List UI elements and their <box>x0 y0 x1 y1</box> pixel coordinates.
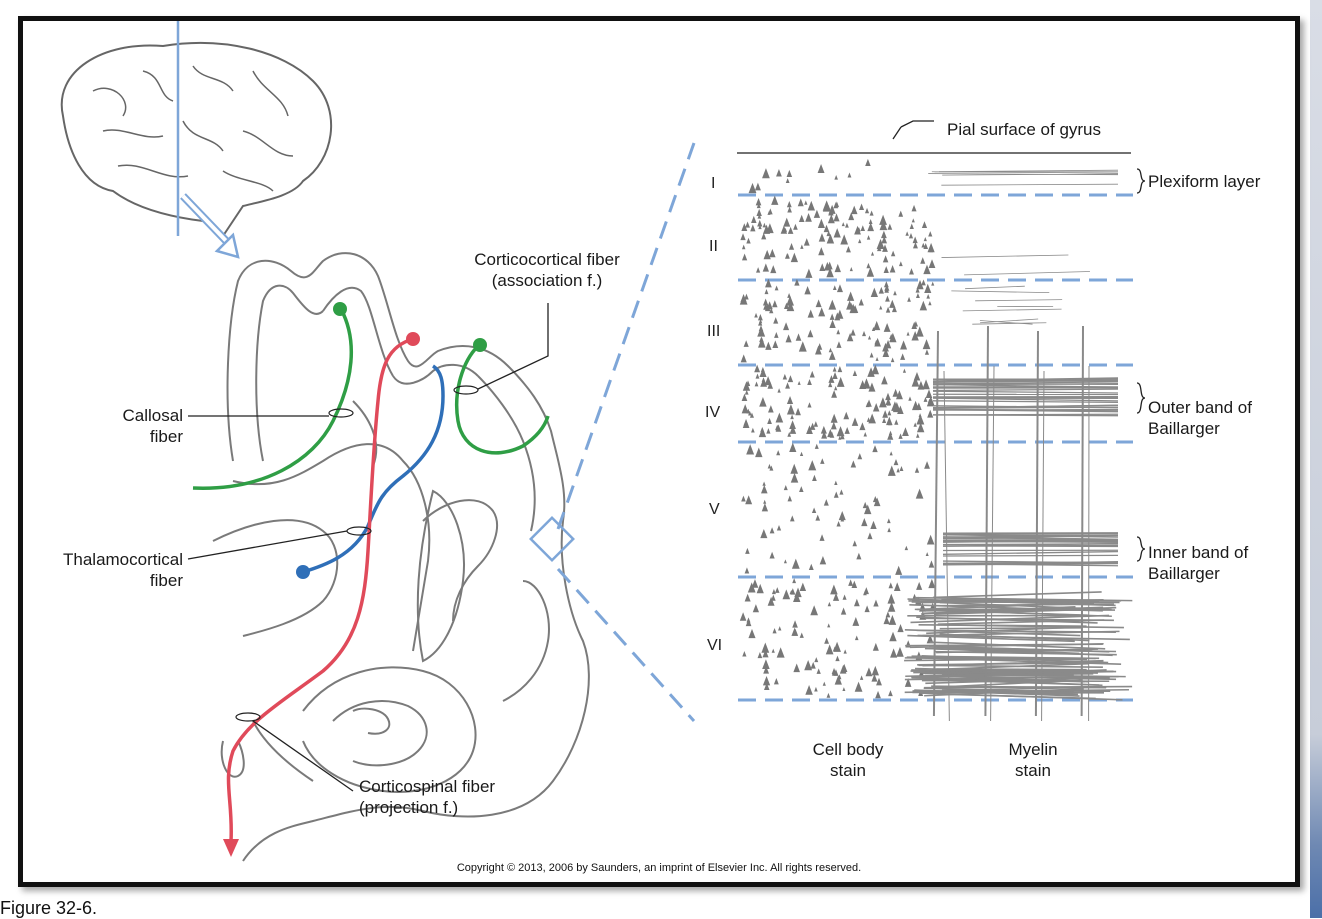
myelin-stain-fibers <box>904 170 1132 721</box>
figure-caption: Figure 32-6. <box>0 898 97 919</box>
plexiform-label: Plexiform layer <box>1148 171 1260 192</box>
copyright-notice: Copyright © 2013, 2006 by Saunders, an i… <box>23 862 1295 874</box>
callosal-label: Callosal fiber <box>63 405 183 447</box>
layer-label-II: II <box>709 236 718 257</box>
layer-label-I: I <box>711 173 715 194</box>
callosal-fiber-tract <box>193 302 351 488</box>
slide-side-gradient <box>1310 0 1322 918</box>
thalamic-neuron-body <box>296 565 310 579</box>
zoom-region-box <box>531 518 573 560</box>
inner-band-label: Inner band of Baillarger <box>1148 542 1248 584</box>
figure-frame: Pial surface of gyrus Corticocortical fi… <box>18 16 1300 887</box>
zoom-line-lower <box>558 569 694 721</box>
pial-surface-label: Pial surface of gyrus <box>947 119 1101 140</box>
cell-body-stain-dots <box>740 159 936 698</box>
cell-body-stain-label: Cell body stain <box>783 739 913 781</box>
layer-label-IV: IV <box>705 402 720 423</box>
pyramidal-neuron-body <box>406 332 420 346</box>
corticocortical-neuron-body <box>473 338 487 352</box>
corticocortical-label: Corticocortical fiber (association f.) <box>447 249 647 291</box>
corticospinal-label: Corticospinal fiber (projection f.) <box>359 776 495 818</box>
myelin-stain-label: Myelin stain <box>978 739 1088 781</box>
layer-label-VI: VI <box>707 635 722 656</box>
corticocortical-fiber-tract <box>457 338 548 453</box>
braces <box>1137 169 1145 561</box>
callosal-neuron-body <box>333 302 347 316</box>
fiber-markers <box>236 386 478 721</box>
outer-band-label: Outer band of Baillarger <box>1148 397 1252 439</box>
thalamocortical-label: Thalamocortical fiber <box>23 549 183 591</box>
layer-label-III: III <box>707 321 720 342</box>
descending-arrow-icon <box>223 839 239 857</box>
neocortex-diagram <box>23 21 1295 882</box>
zoom-line-upper <box>558 143 694 529</box>
layer-label-V: V <box>709 499 720 520</box>
